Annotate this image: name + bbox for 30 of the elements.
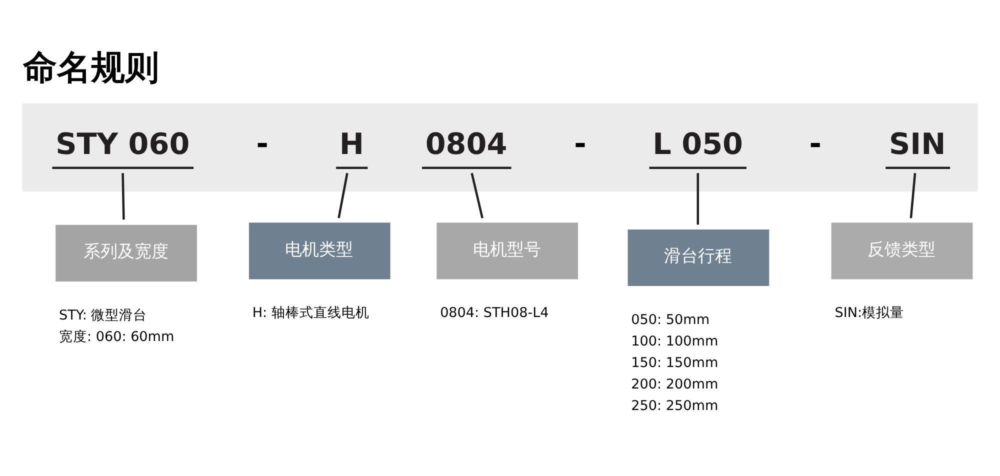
node-box: 反馈类型 (831, 222, 973, 279)
connector (338, 172, 348, 218)
node-text: SIN (889, 126, 946, 161)
label: - (574, 126, 586, 160)
node-label: 宽度: 060: 60mm (58, 328, 174, 344)
node-box: 电机类型 (248, 222, 390, 279)
diagram-title: 命名规则 (22, 48, 159, 87)
label: - (256, 126, 269, 160)
connector (122, 172, 125, 220)
connector (696, 172, 700, 224)
node-label: 0804: STH08-L4 (440, 304, 549, 321)
node-label: H: 轴棒式直线电机 (252, 304, 370, 321)
node-label: 150: 150mm (631, 354, 718, 370)
node-box: 系列及宽度 (56, 224, 197, 281)
node-label: SIN:模拟量 (834, 304, 904, 321)
node-text: L 050 (652, 126, 743, 161)
node-text: STY 060 (56, 126, 190, 161)
node-box: 滑台行程 (628, 228, 770, 286)
connector (910, 172, 916, 218)
node-label: 100: 100mm (631, 332, 718, 349)
node-label: 050: 50mm (631, 311, 710, 328)
node-label: STY: 微型滑台 (58, 306, 148, 323)
cluster (22, 102, 978, 192)
node-label: 200: 200mm (631, 376, 718, 392)
label: - (809, 126, 822, 160)
connector (470, 172, 484, 218)
node-label: 250: 250mm (631, 397, 718, 414)
node-text: 0804 (425, 126, 508, 161)
node-box: 电机型号 (436, 222, 578, 279)
node-text: H (339, 126, 364, 161)
